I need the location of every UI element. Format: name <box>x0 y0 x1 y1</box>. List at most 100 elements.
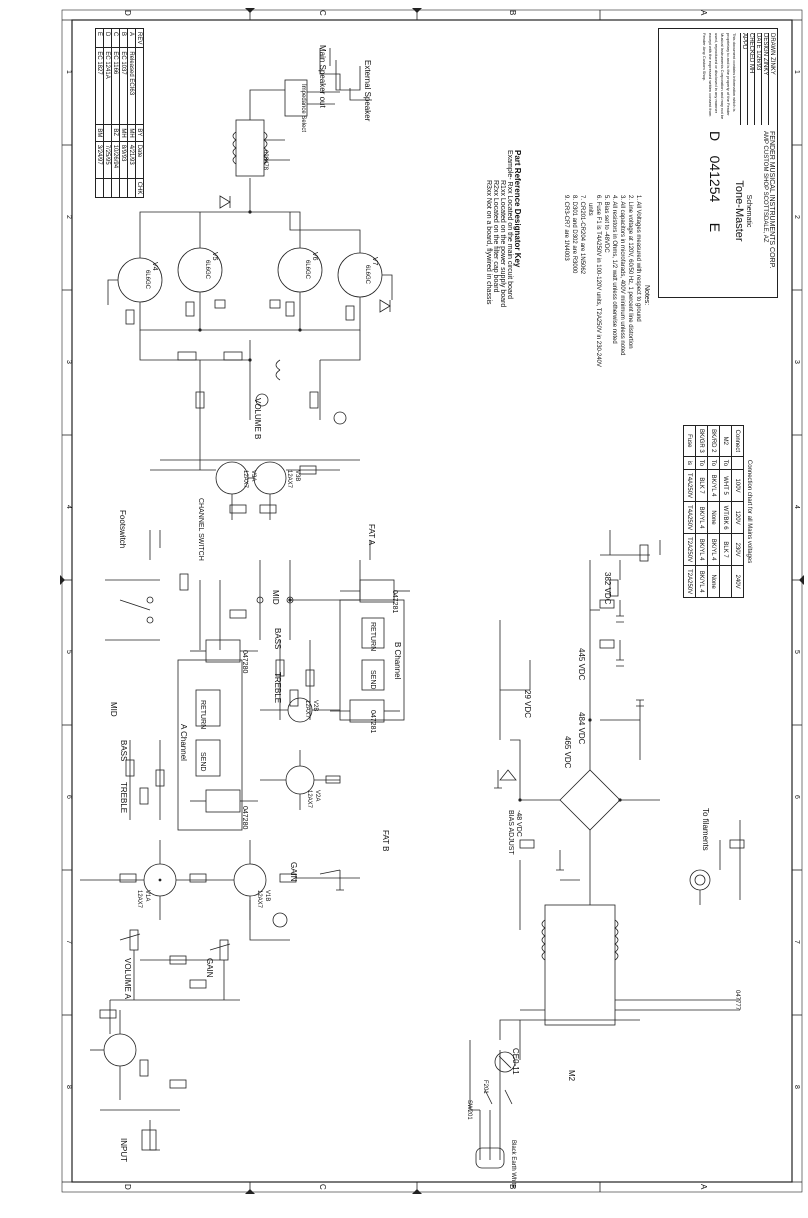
note-line: 8. D301 and D302 are R3000 <box>571 195 577 274</box>
tube-type: 6L6GC <box>364 265 370 285</box>
conn-cell: BK/YL 4 <box>707 533 720 566</box>
tb-value: ZINKY <box>769 57 775 75</box>
zone-number: 4 <box>793 505 800 509</box>
zone-number: 6 <box>65 795 72 799</box>
rev-cell: BM <box>95 124 104 142</box>
gain-b-label: GAIN <box>289 862 298 882</box>
tube-ref: V2A <box>314 790 320 802</box>
rev-cell: BZ <box>111 124 120 142</box>
xfmr-label: 028478 <box>262 150 268 171</box>
conn-cell: Fuse <box>683 425 696 457</box>
conn-cell: WT/BK 6 <box>719 501 732 534</box>
conn-cell: T2A250V <box>683 533 696 566</box>
note-line: 4. All resistors in Ohms, 1/2 watt unles… <box>611 195 617 344</box>
tube-ref: V3B <box>294 470 300 482</box>
key-line: R2xx Located on the filter cap board <box>492 180 499 293</box>
conn-cell: None <box>707 565 720 598</box>
conn-header: 120V <box>731 501 744 534</box>
rev-cell <box>103 124 112 142</box>
rev-cell: Released ECI63 <box>127 47 136 125</box>
bias-volts-label: -48 VDC <box>515 810 522 837</box>
footswitch-label: Footswitch <box>118 510 127 549</box>
thermistor-label: CE0-11 <box>511 1048 520 1075</box>
xfmr-label: 047281 <box>391 590 398 614</box>
conn-header <box>731 456 744 470</box>
rev-header <box>135 47 144 125</box>
conn-cell: BK/YL 4 <box>695 533 708 566</box>
conn-cell: BK/YL 4 <box>695 565 708 598</box>
tb-value: MH <box>748 64 754 74</box>
rev-cell: EC 1241A <box>103 47 112 125</box>
xfmr-label: 047281 <box>369 710 376 734</box>
return-b-label: RETURN <box>369 622 376 652</box>
legal-notice: This document contains information which… <box>702 33 737 120</box>
treble-a-label: TREBLE <box>119 782 128 814</box>
conn-cell: BK/RD 2 <box>707 425 720 457</box>
conn-header: 240V <box>731 565 744 598</box>
conn-cell: BLK 7 <box>719 533 732 566</box>
a-channel-label: A Channel <box>179 724 188 761</box>
conn-cell: T2A250V <box>683 565 696 598</box>
xfmr-label: 047280 <box>241 650 248 674</box>
rev-header: CHK <box>135 178 144 198</box>
voltage-465: 465 VDC <box>563 736 572 769</box>
drawing-number: 041254 <box>707 155 723 203</box>
rev-cell: E <box>95 28 104 48</box>
mid-b-label: MID <box>271 590 280 605</box>
zone-number: 3 <box>793 360 800 364</box>
voltage-445: 445 VDC <box>577 648 586 681</box>
key-line: R3xx Not on a board, flywired in chassis <box>485 180 492 305</box>
rev-cell <box>111 178 120 198</box>
product-name: Tone-Master <box>733 180 745 242</box>
conn-cell <box>719 565 732 598</box>
tube-ref: V5 <box>211 252 218 261</box>
tb-value: 1/26/93 <box>755 50 761 71</box>
tube-ref: V1B <box>264 890 270 902</box>
zone-letter-top: D <box>123 10 132 16</box>
zone-number: 7 <box>793 940 800 944</box>
zone-letter-top: B <box>508 10 517 16</box>
zone-number: 8 <box>793 1085 800 1089</box>
rev-cell: EC 1827 <box>95 47 104 125</box>
tube-type: 12AX7 <box>304 700 310 719</box>
volume-a-label: VOLUME A <box>123 958 132 999</box>
tube-type: 6L6GC <box>304 260 310 280</box>
rev-cell: MH <box>127 124 136 142</box>
tube-type: 12AX7 <box>256 890 262 909</box>
sheet-size: D <box>707 131 723 142</box>
rev-cell: 10/26/94 <box>111 141 120 179</box>
zone-letter-top: C <box>318 10 327 16</box>
key-line: R1xx Located on the power supply board <box>499 180 506 308</box>
zone-number: 8 <box>65 1085 72 1089</box>
tube-type: 12AX7 <box>306 790 312 809</box>
tb-label: DATE <box>755 33 761 49</box>
conn-header: 100V <box>731 469 744 502</box>
rev-header: Date <box>135 141 144 179</box>
notes-title: Notes: <box>643 285 650 306</box>
conn-header: Connect <box>731 425 744 457</box>
conn-cell: WHT 5 <box>719 469 732 502</box>
filaments-label: To filaments <box>701 808 710 851</box>
conn-cell: M2 <box>719 425 732 457</box>
zone-number: 4 <box>65 505 72 509</box>
send-b-label: SEND <box>369 670 376 690</box>
tb-label: DESIGN <box>762 33 768 57</box>
treble-b-label: TREBLE <box>273 672 282 704</box>
voltage-382: 382 VDC <box>603 572 612 605</box>
tb-value: ZINKY <box>762 57 768 76</box>
tube-ref: V2B <box>312 700 318 712</box>
channel-switch-label: CHANNEL SWITCH <box>197 498 204 561</box>
tb-label: CHECKED <box>748 33 754 63</box>
conn-cell: To <box>719 456 732 470</box>
tube-ref: V6 <box>311 252 318 261</box>
zone-number: 2 <box>793 215 800 219</box>
tb-label: APPD <box>741 33 747 50</box>
rev-cell <box>103 178 112 198</box>
fat-b-label: FAT B <box>381 830 390 852</box>
rev-cell: B <box>119 28 128 48</box>
rev-cell: EC 1037 <box>119 47 128 125</box>
conn-cell: BLK 7 <box>695 469 708 502</box>
